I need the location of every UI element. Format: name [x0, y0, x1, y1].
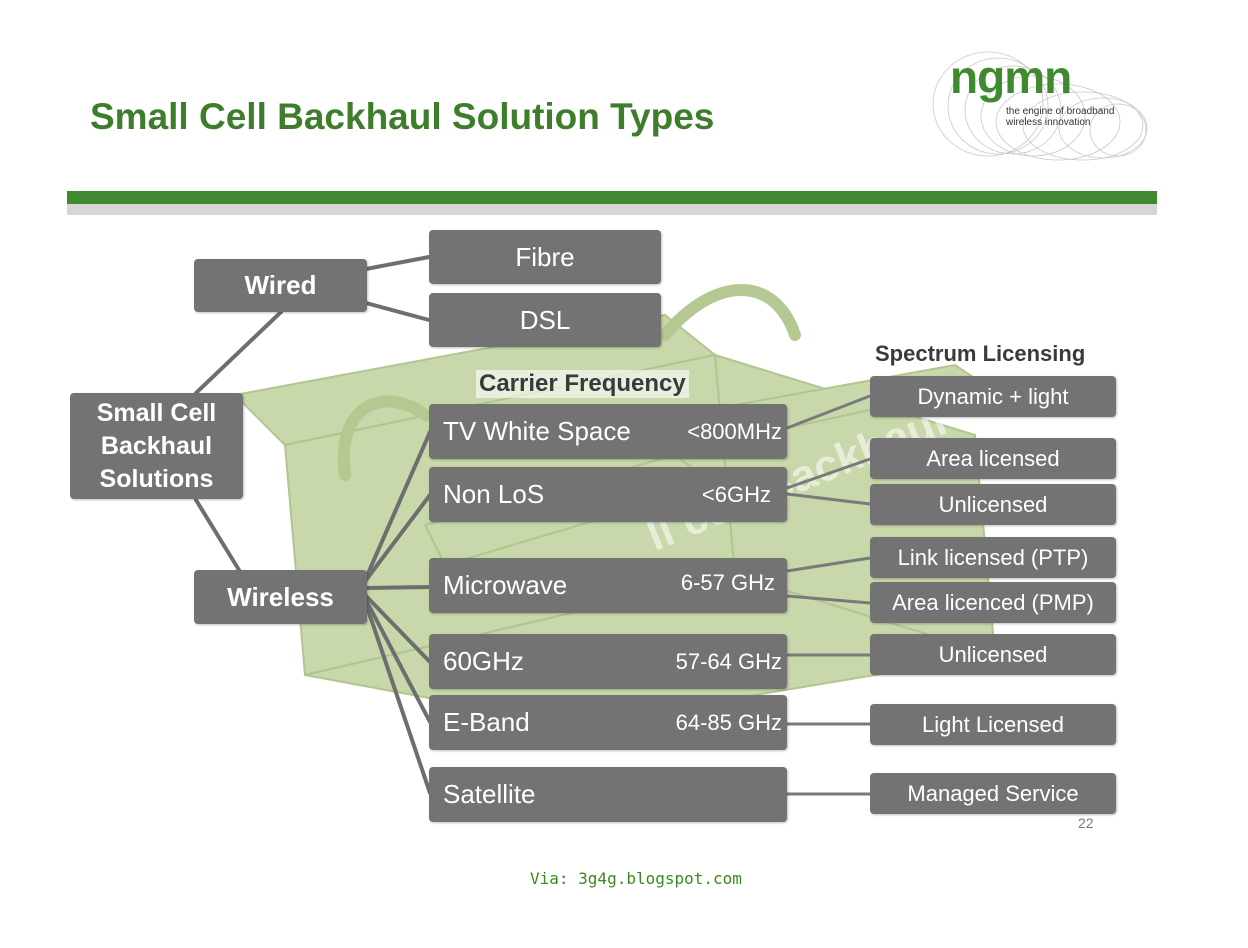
tech-name: Satellite: [443, 779, 536, 809]
logo-tagline: the engine of broadband wireless innovat…: [1006, 106, 1114, 128]
tech-frequency: <6GHz: [701, 481, 771, 507]
connector-wireless-eband: [364, 598, 432, 724]
connector-tvws-licensing: [786, 394, 871, 430]
tech-60ghz: 60GHz 57-64 GHz: [429, 634, 787, 689]
tech-e-band: E-Band 64-85 GHz: [429, 695, 787, 750]
licensing-unlicensed-nonlos: Unlicensed: [870, 484, 1116, 525]
connector-wired-dsl: [364, 301, 431, 322]
connector-root-wireless: [194, 498, 241, 572]
tech-name: E-Band: [443, 707, 530, 737]
connector-wireless-satellite: [364, 602, 432, 795]
page-number: 22: [1078, 815, 1094, 831]
header-bar-green: [67, 191, 1157, 204]
tech-frequency: 6-57 GHz: [680, 569, 775, 595]
header-bar-grey: [67, 204, 1157, 215]
ngmn-logo: ngmn the engine of broadband wireless in…: [928, 44, 1150, 172]
tech-name: TV White Space: [443, 416, 631, 446]
logo-tagline-line1: the engine of broadband: [1006, 106, 1115, 117]
tech-satellite: Satellite: [429, 767, 787, 822]
connector-microwave-pmp: [786, 594, 871, 605]
licensing-area-pmp: Area licenced (PMP): [870, 582, 1116, 623]
source-credit: Via: 3g4g.blogspot.com: [530, 869, 742, 888]
licensing-managed-service: Managed Service: [870, 773, 1116, 814]
connector-nonlos-area: [786, 457, 871, 490]
tech-frequency: 64-85 GHz: [675, 709, 782, 735]
dsl-node: DSL: [429, 293, 661, 347]
carrier-frequency-header: Carrier Frequency: [476, 370, 689, 398]
wired-node: Wired: [194, 259, 367, 312]
wireless-node: Wireless: [194, 570, 367, 624]
connector-wireless-microwave: [364, 585, 432, 590]
slide-title: Small Cell Backhaul Solution Types: [90, 96, 715, 137]
logo-tagline-line2: wireless innovation: [1006, 117, 1091, 128]
licensing-unlicensed-60ghz: Unlicensed: [870, 634, 1116, 675]
tech-non-los: Non LoS <6GHz: [429, 467, 787, 522]
licensing-dynamic-light: Dynamic + light: [870, 376, 1116, 417]
connector-nonlos-unlicensed: [786, 492, 871, 506]
tech-name: Non LoS: [443, 479, 545, 509]
connector-wired-fibre: [364, 255, 431, 271]
tech-name: Microwave: [443, 570, 568, 600]
connector-wireless-nonlos: [364, 493, 432, 582]
tech-frequency: <800MHz: [687, 418, 782, 444]
licensing-area-licensed: Area licensed: [870, 438, 1116, 479]
tech-microwave: Microwave 6-57 GHz: [429, 558, 787, 613]
logo-wordmark: ngmn: [950, 51, 1072, 103]
connector-wireless-tvws: [364, 430, 432, 580]
licensing-light-licensed: Light Licensed: [870, 704, 1116, 745]
licensing-link-ptp: Link licensed (PTP): [870, 537, 1116, 578]
connector-root-wired: [194, 310, 283, 395]
tech-tv-white-space: TV White Space <800MHz: [429, 404, 787, 459]
spectrum-licensing-header: Spectrum Licensing: [875, 341, 1086, 366]
connector-wireless-60ghz: [364, 594, 432, 664]
connector-microwave-ptp: [786, 556, 871, 573]
tech-frequency: 57-64 GHz: [675, 648, 782, 674]
root-node: Small Cell Backhaul Solutions: [70, 393, 243, 499]
tech-name: 60GHz: [443, 646, 524, 676]
fibre-node: Fibre: [429, 230, 661, 284]
logo-swirl-graphic: [932, 51, 1148, 161]
